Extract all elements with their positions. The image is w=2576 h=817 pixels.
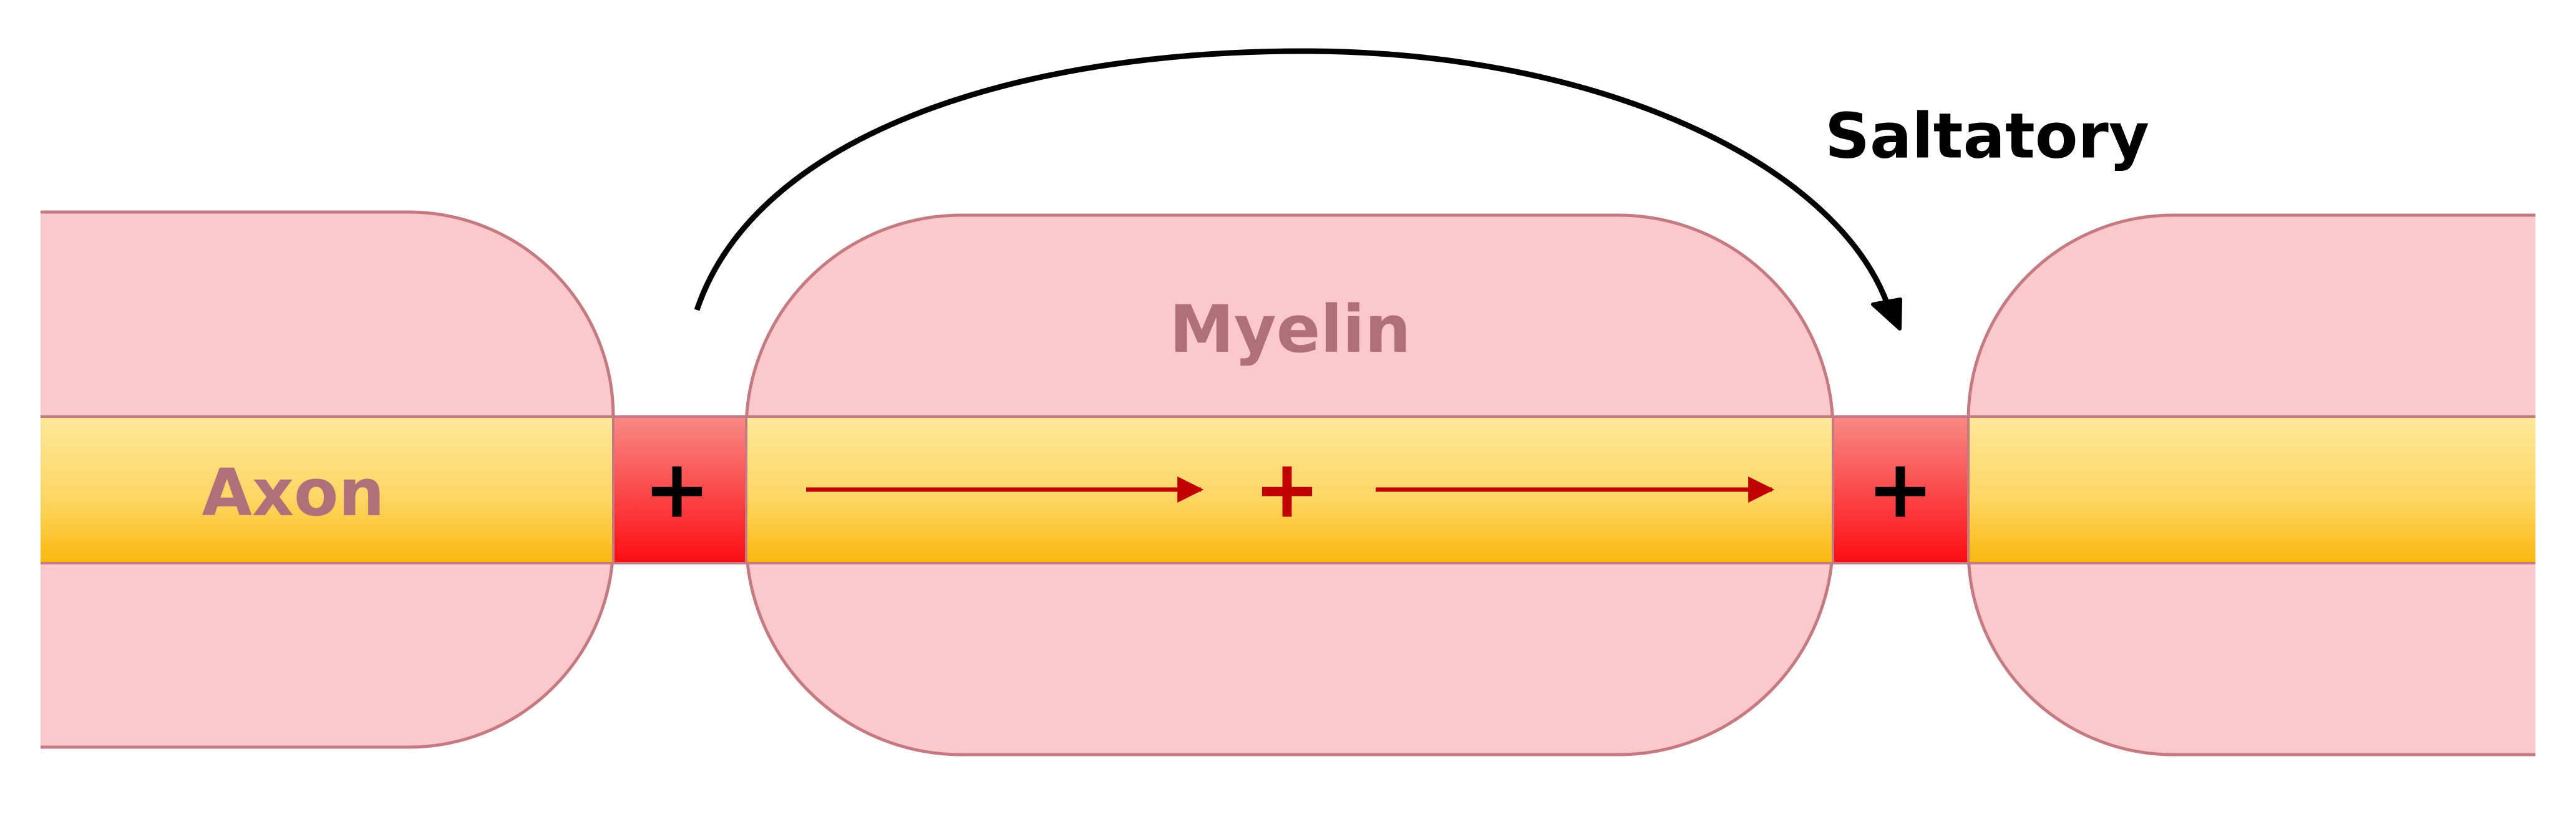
myelin-label: Myelin (1169, 291, 1411, 367)
node-charge-left: + (643, 443, 710, 536)
saltatory-label: Saltatory (1825, 100, 2149, 173)
saltatory-jump-arrowhead (1871, 297, 1902, 331)
saltatory-jump-arc (694, 48, 1890, 311)
axon-label: Axon (202, 455, 384, 531)
node-of-ranvier-left (612, 415, 747, 564)
axon-core (41, 417, 2535, 563)
node-charge-right: + (1867, 443, 1933, 536)
internode-charge: + (1253, 443, 1320, 536)
node-of-ranvier-right (1832, 415, 1970, 564)
